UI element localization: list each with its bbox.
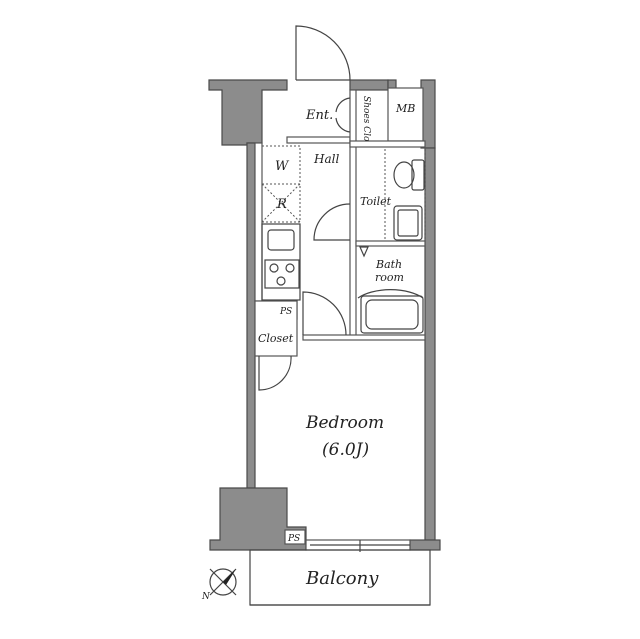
shoes-closet-label: Shoes Clo (361, 96, 371, 142)
entrance-door (295, 25, 351, 81)
meter-box-label: MB (395, 102, 415, 115)
refrigerator-label: R (276, 197, 287, 212)
toilet-label: Toilet (360, 195, 392, 208)
structural-walls (208, 79, 441, 551)
closet-door (258, 355, 292, 391)
pipe-space-2-label: PS (287, 534, 300, 544)
stove-burner-icon (285, 263, 295, 273)
bedroom-label: Bedroom (305, 413, 384, 433)
pipe-space-label: PS (279, 307, 292, 317)
interior-walls (254, 87, 426, 551)
toilet-door (313, 203, 351, 241)
balcony-outline (249, 540, 431, 606)
stove-burner-icon (276, 276, 286, 286)
bath-label-line2: room (375, 271, 404, 284)
bath-label-line1: Bath (375, 258, 402, 271)
bedroom-door (302, 291, 347, 336)
toilet-fixture (384, 146, 426, 242)
closet-label: Closet (258, 332, 294, 345)
balcony-label: Balcony (305, 568, 379, 589)
shoes-closet-doors (335, 97, 351, 133)
bedroom-size-label: (6.0J) (322, 440, 369, 460)
compass-icon (209, 568, 237, 596)
refrigerator-space (261, 183, 301, 223)
stove-burner-icon (269, 263, 279, 273)
kitchen-counter (261, 223, 301, 301)
hall-label: Hall (313, 152, 339, 166)
washer-label: W (275, 159, 290, 174)
bathtub (357, 246, 424, 334)
compass-north-label: N (201, 592, 211, 602)
washer-space (261, 145, 301, 185)
entrance-label: Ent. (305, 108, 333, 123)
